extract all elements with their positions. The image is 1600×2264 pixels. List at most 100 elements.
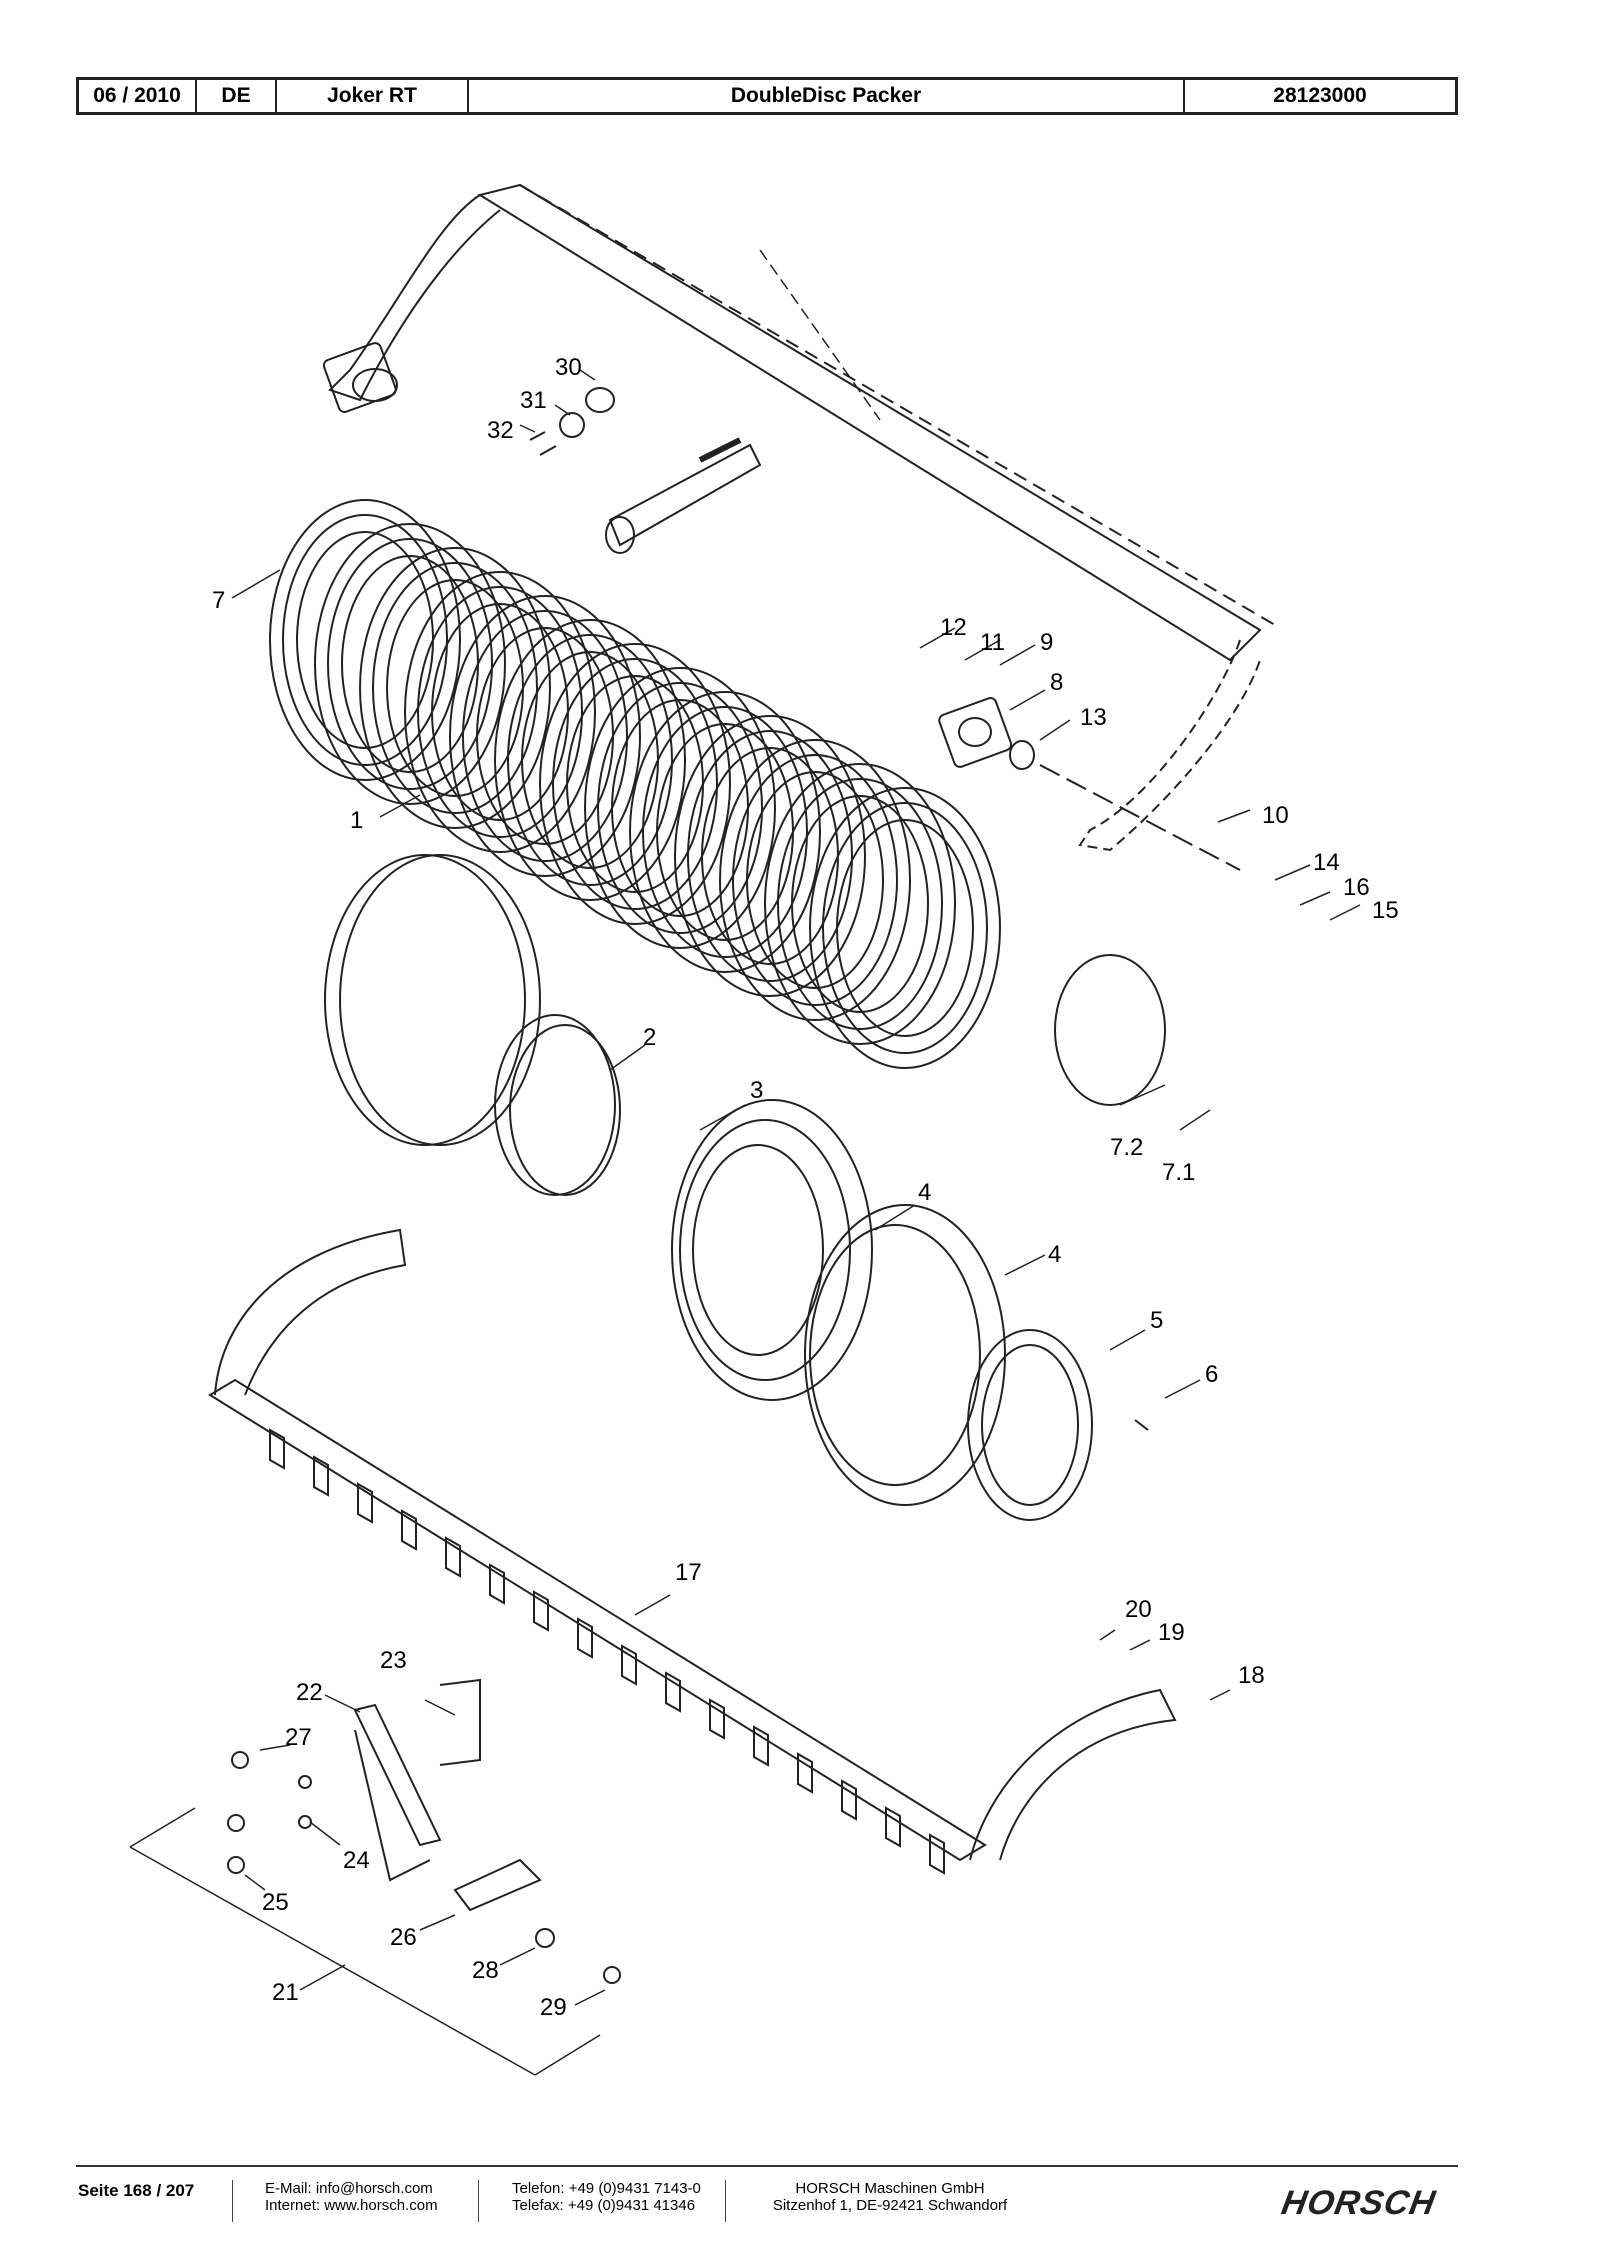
scraper-bar xyxy=(208,1228,1177,1875)
scraper-tine xyxy=(401,1509,417,1551)
callout-21: 21 xyxy=(272,1979,299,2006)
header-table: 06 / 2010 DE Joker RT DoubleDisc Packer … xyxy=(76,77,1458,115)
roller-disc-outline xyxy=(507,634,673,886)
header-language: DE xyxy=(197,80,277,112)
footer-rule xyxy=(76,2165,1458,2167)
roller-disc-outline xyxy=(269,499,461,781)
roller-disc-outline xyxy=(822,802,988,1054)
header-machine: Joker RT xyxy=(277,80,469,112)
footer-separator xyxy=(478,2180,479,2222)
page-number: Seite 168 / 207 xyxy=(78,2181,195,2200)
footer-email: E-Mail: info@horsch.com xyxy=(265,2180,433,2197)
scraper-tine xyxy=(445,1536,461,1578)
frame-beam xyxy=(322,183,1276,852)
callout-16: 16 xyxy=(1343,874,1370,901)
footer-contact-web: E-Mail: info@horsch.com Internet: www.ho… xyxy=(265,2180,438,2214)
hydraulic-cylinder xyxy=(605,437,762,554)
roller-hub xyxy=(1054,954,1166,1106)
roller-disc-outline xyxy=(836,819,974,1037)
roller-disc-outline xyxy=(809,787,1001,1069)
roller-disc-outline xyxy=(746,771,884,989)
callout-32: 32 xyxy=(487,417,514,444)
roller-disc-outline xyxy=(597,682,763,934)
callout-18: 18 xyxy=(1238,1662,1265,1689)
callout-4: 4 xyxy=(918,1179,931,1206)
callout-12: 12 xyxy=(940,614,967,641)
callout-29: 29 xyxy=(540,1994,567,2021)
mounting-bracket xyxy=(129,1678,621,2076)
roller-disc-outline xyxy=(642,706,808,958)
footer-address: Sitzenhof 1, DE-92421 Schwandorf xyxy=(772,2197,1008,2214)
callout-28: 28 xyxy=(472,1957,499,1984)
roller-disc-outline xyxy=(687,730,853,982)
callout-7: 7 xyxy=(212,587,225,614)
callout-10: 10 xyxy=(1262,802,1289,829)
roller-disc-outline xyxy=(494,619,686,901)
footer-contact-phone: Telefon: +49 (0)9431 7143-0 Telefax: +49… xyxy=(512,2180,701,2214)
callout-31: 31 xyxy=(520,387,547,414)
roller-disc-outline xyxy=(417,586,583,838)
roller-disc-outline xyxy=(462,610,628,862)
horsch-logo: HORSCH xyxy=(1278,2184,1439,2222)
callout-17: 17 xyxy=(675,1559,702,1586)
scraper-tine xyxy=(665,1671,681,1713)
callout-13: 13 xyxy=(1080,704,1107,731)
roller-disc-outline xyxy=(791,795,929,1013)
callout-1: 1 xyxy=(350,807,363,834)
roller-disc-outline xyxy=(314,523,506,805)
roller-disc-outline xyxy=(552,658,718,910)
callout-19: 19 xyxy=(1158,1619,1185,1646)
scraper-tine xyxy=(533,1590,549,1632)
callout-8: 8 xyxy=(1050,669,1063,696)
scraper-tine xyxy=(313,1455,329,1497)
scraper-tine xyxy=(357,1482,373,1524)
scraper-tine xyxy=(885,1806,901,1848)
roller-disc-outline xyxy=(719,739,911,1021)
callout-30: 30 xyxy=(555,354,582,381)
scraper-tine xyxy=(841,1779,857,1821)
header-part-number: 28123000 xyxy=(1273,84,1367,107)
roller-disc-outline xyxy=(732,754,898,1006)
callout-22: 22 xyxy=(296,1679,323,1706)
scraper-tine xyxy=(797,1752,813,1794)
scraper-tine xyxy=(709,1698,725,1740)
callout-23: 23 xyxy=(380,1647,407,1674)
roller-disc-outline xyxy=(359,547,551,829)
callout-11: 11 xyxy=(980,629,1005,656)
header-date: 06 / 2010 xyxy=(79,80,197,112)
footer-separator xyxy=(232,2180,233,2222)
packer-roller xyxy=(269,499,1166,1106)
leader-lines xyxy=(231,249,1361,2006)
roller-disc-outline xyxy=(372,562,538,814)
footer-company: HORSCH Maschinen GmbH xyxy=(795,2180,985,2197)
callout-24: 24 xyxy=(343,1847,370,1874)
callout-5: 5 xyxy=(1150,1307,1163,1334)
footer-company-block: HORSCH Maschinen GmbH Sitzenhof 1, DE-92… xyxy=(760,2180,1020,2214)
scraper-tine xyxy=(269,1428,285,1470)
scraper-tine xyxy=(489,1563,505,1605)
footer-phone: Telefon: +49 (0)9431 7143-0 xyxy=(512,2180,701,2197)
callout-3: 3 xyxy=(750,1077,763,1104)
footer-internet: Internet: www.horsch.com xyxy=(265,2197,438,2214)
callout-26: 26 xyxy=(390,1924,417,1951)
scraper-tine xyxy=(929,1833,945,1875)
callout-14: 14 xyxy=(1313,849,1340,876)
roller-disc-outline xyxy=(404,571,596,853)
callout-4: 4 xyxy=(1048,1241,1061,1268)
footer-fax: Telefax: +49 (0)9431 41346 xyxy=(512,2197,696,2214)
callout-20: 20 xyxy=(1125,1596,1152,1623)
roller-disc-outline xyxy=(764,763,956,1045)
roller-disc-outline xyxy=(584,667,776,949)
bearing-cap-parts xyxy=(529,387,615,456)
roller-disc-outline xyxy=(449,595,641,877)
callout-27: 27 xyxy=(285,1724,312,1751)
scraper-tine xyxy=(577,1617,593,1659)
roller-disc-outline xyxy=(282,514,448,766)
disc-parts xyxy=(324,854,1149,1521)
callout-7-1: 7.1 xyxy=(1162,1159,1195,1186)
callout-25: 25 xyxy=(262,1889,289,1916)
callout-7-2: 7.2 xyxy=(1110,1134,1143,1161)
roller-disc-outline xyxy=(327,538,493,790)
